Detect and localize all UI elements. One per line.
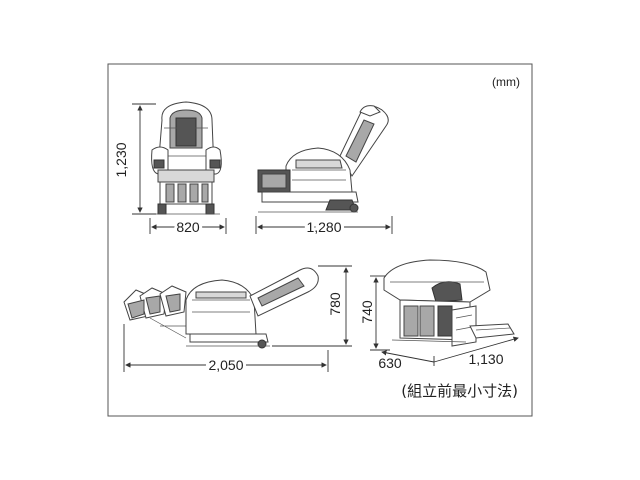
box-floor-dimension — [381, 336, 519, 366]
front-width-label: 820 — [176, 219, 200, 235]
box-width-label: 630 — [378, 355, 402, 371]
front-height-label: 1,230 — [113, 142, 129, 177]
chair-reclined-view — [123, 267, 319, 349]
side-depth-label: 1,280 — [306, 219, 341, 235]
minimum-size-note: (組立前最小寸法) — [401, 382, 518, 400]
chair-front-view — [151, 101, 222, 215]
front-height-dimension — [132, 103, 156, 215]
reclined-length-dimension — [123, 324, 329, 372]
reclined-height-label: 780 — [327, 292, 343, 316]
front-width-dimension — [149, 218, 227, 234]
chair-packaged-view — [383, 259, 515, 347]
box-height-label: 740 — [359, 300, 375, 324]
reclined-height-dimension — [272, 265, 352, 347]
box-depth-label: 1,130 — [468, 351, 503, 367]
drawing-frame — [107, 63, 533, 417]
side-depth-dimension — [255, 216, 393, 234]
box-height-dimension — [370, 275, 390, 351]
unit-label: (mm) — [492, 75, 520, 89]
reclined-length-label: 2,050 — [208, 357, 243, 373]
chair-side-view — [257, 105, 389, 213]
